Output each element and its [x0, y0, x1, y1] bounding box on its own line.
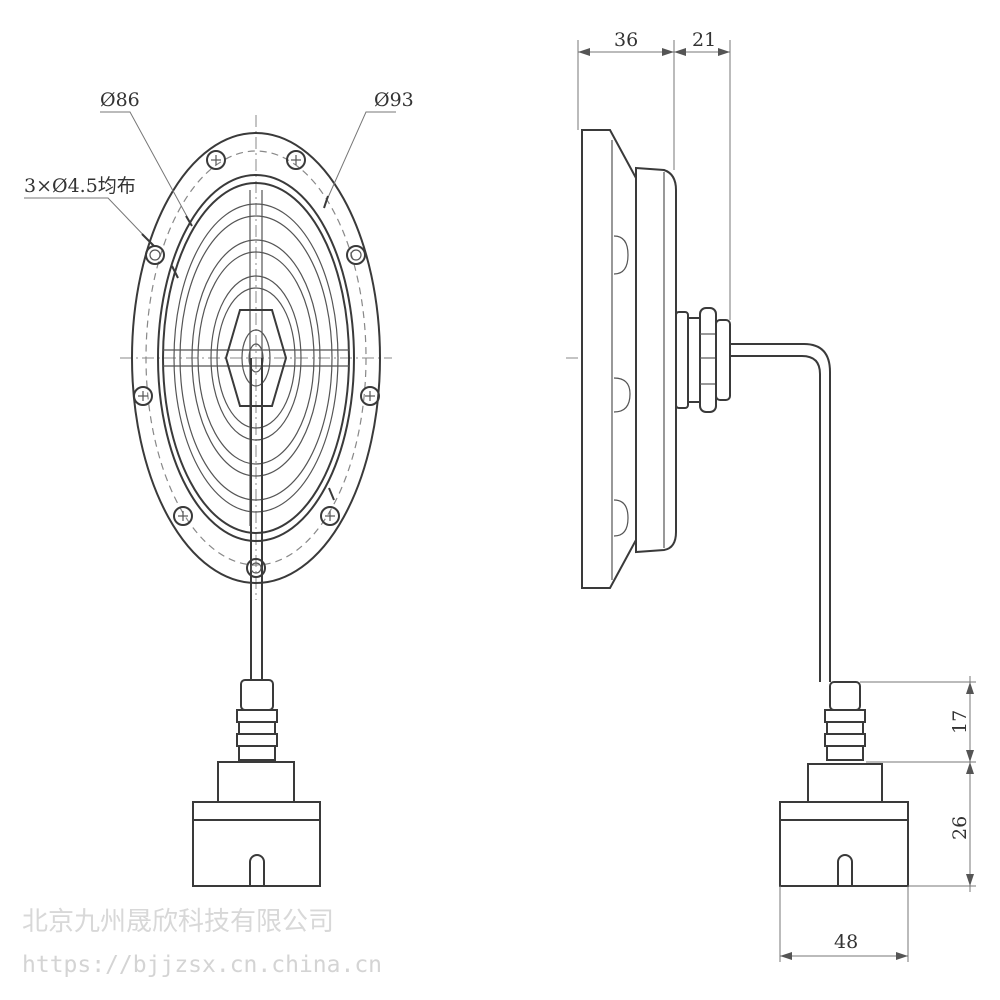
side-slot-upper — [613, 235, 629, 275]
grille-ring-3b — [216, 287, 296, 429]
dim-top — [577, 40, 731, 320]
grille-ring-1 — [173, 203, 339, 513]
side-probe-connector — [824, 681, 866, 761]
dim-gland-length: 21 — [692, 29, 716, 51]
watermark-url: https://bjjzsx.cn.china.cn — [22, 952, 382, 978]
watermark-company: 北京九州晟欣科技有限公司 — [22, 907, 334, 937]
side-cable-gland — [675, 307, 731, 413]
leader-arrow-2 — [323, 195, 329, 209]
dim-probe-base-height: 26 — [949, 816, 971, 840]
grille-ring-2b — [197, 251, 315, 465]
front-probe-connector — [236, 679, 278, 761]
flange-inner-rim — [157, 174, 355, 542]
mounting-hole-bottom — [246, 558, 266, 578]
screw-bottom-left — [173, 506, 193, 526]
side-cable-upper — [730, 343, 831, 682]
dim-bottom — [779, 886, 909, 962]
flange-outer-rim — [131, 132, 381, 584]
leader-arrow-5 — [328, 487, 335, 501]
leader-arrow-4 — [171, 265, 179, 279]
side-cable-lower — [730, 355, 821, 682]
leader-outer-diameter — [325, 111, 396, 203]
screw-bottom-right — [320, 506, 340, 526]
leader-arrow-1 — [185, 215, 193, 227]
bolt-circle — [145, 150, 367, 566]
screw-right — [360, 386, 380, 406]
housing-outer-edge — [162, 182, 350, 534]
front-view: Ø86 Ø93 3×Ø4.5均布 — [24, 89, 414, 887]
inner-diameter-label: Ø86 — [100, 89, 140, 111]
mounting-holes-label: 3×Ø4.5均布 — [24, 175, 136, 197]
screw-top-left — [206, 150, 226, 170]
dim-body-depth: 36 — [614, 29, 638, 51]
front-probe-base — [192, 761, 321, 887]
mounting-hole-left — [145, 245, 165, 265]
mounting-hole-right — [346, 245, 366, 265]
center-boss — [241, 329, 271, 387]
leader-inner-diameter — [100, 111, 191, 223]
leader-mounting-holes — [24, 197, 153, 245]
side-slot-lower — [613, 499, 629, 537]
grille-ring-1b — [179, 215, 333, 501]
center-hex-nut — [224, 309, 288, 407]
grille-ring-2 — [191, 239, 321, 477]
dim-probe-neck-height: 17 — [949, 710, 971, 734]
outer-diameter-label: Ø93 — [374, 89, 414, 111]
side-view: 36 21 17 26 48 — [566, 29, 976, 962]
leader-arrow-3 — [141, 233, 155, 247]
screw-left — [133, 386, 153, 406]
side-probe-base — [779, 763, 909, 887]
side-housing-body — [635, 166, 677, 554]
grille-ring-3 — [210, 275, 302, 441]
dim-right — [860, 676, 976, 892]
side-slot-middle — [613, 377, 631, 413]
screw-top-right — [286, 150, 306, 170]
dim-probe-base-width: 48 — [834, 931, 858, 953]
